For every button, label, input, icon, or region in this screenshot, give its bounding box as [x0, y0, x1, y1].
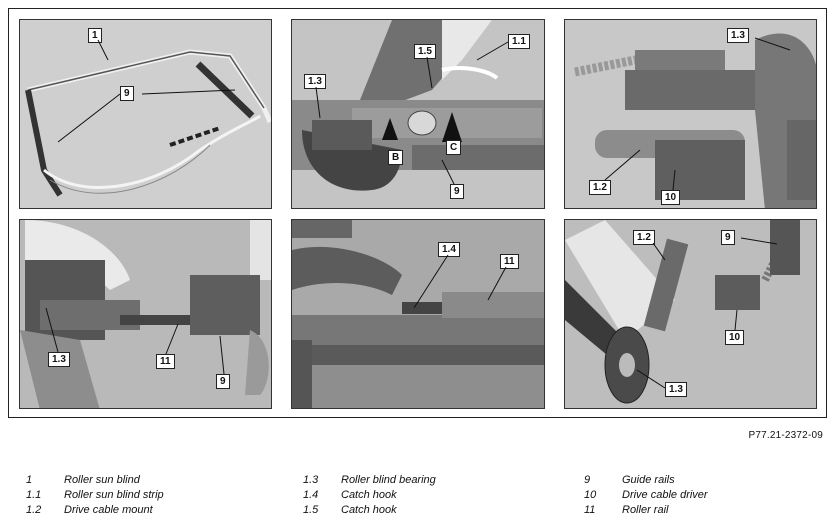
- legend-number: 1: [26, 474, 33, 486]
- legend-number: 9: [584, 474, 591, 486]
- callout-9: 9: [216, 374, 230, 389]
- legend-text: Roller sun blind: [64, 474, 140, 486]
- legend-text: Drive cable driver: [622, 489, 708, 501]
- legend-text: Catch hook: [341, 489, 397, 501]
- photo-panel-1: 1 9: [19, 19, 272, 209]
- legend-text: Roller blind bearing: [341, 474, 436, 486]
- drive-cable-mount-illustration: [565, 20, 816, 208]
- callout-10: 10: [725, 330, 745, 345]
- legend-number: 1.2: [26, 504, 42, 516]
- callout-11: 11: [500, 254, 519, 269]
- photo-panel-4: 1.3 11 9: [19, 219, 272, 409]
- legend: 1 Roller sun blind 1.1 Roller sun blind st…: [0, 474, 837, 525]
- callout-9: 9: [721, 230, 735, 245]
- roller-assembly-illustration: [565, 220, 816, 408]
- callout-1-1: 1.1: [508, 34, 530, 49]
- removal-step-illustration: [20, 220, 271, 408]
- figure-reference: P77.21-2372-09: [748, 430, 823, 441]
- legend-number: 1.4: [303, 489, 319, 501]
- legend-text: Roller sun blind strip: [64, 489, 164, 501]
- photo-panel-5: 1.4 11: [291, 219, 545, 409]
- callout-9: 9: [120, 86, 134, 101]
- callout-1: 1: [88, 28, 102, 43]
- callout-1-5: 1.5: [414, 44, 436, 59]
- photo-panel-3: 1.3 1.2 10: [564, 19, 817, 209]
- callout-1-2: 1.2: [589, 180, 611, 195]
- legend-text: Catch hook: [341, 504, 397, 516]
- callout-9: 9: [450, 184, 464, 199]
- legend-text: Drive cable mount: [64, 504, 153, 516]
- callout-1-3: 1.3: [727, 28, 749, 43]
- callout-b: B: [388, 150, 404, 165]
- callout-1-3: 1.3: [304, 74, 326, 89]
- callout-10: 10: [661, 190, 681, 205]
- callout-1-2: 1.2: [633, 230, 655, 245]
- callout-1-4: 1.4: [438, 242, 460, 257]
- legend-number: 1.1: [26, 489, 42, 501]
- photo-panel-2: 1.1 1.5 1.3 B C 9: [291, 19, 545, 209]
- legend-text: Guide rails: [622, 474, 675, 486]
- legend-text: Roller rail: [622, 504, 669, 516]
- sun-blind-frame-illustration: [20, 20, 271, 208]
- callout-c: C: [446, 140, 462, 155]
- legend-number: 10: [584, 489, 597, 501]
- legend-number: 1.5: [303, 504, 319, 516]
- legend-number: 1.3: [303, 474, 319, 486]
- callout-1-3: 1.3: [665, 382, 687, 397]
- legend-number: 11: [584, 504, 596, 516]
- photo-panel-6: 1.2 9 10 1.3: [564, 219, 817, 409]
- callout-11: 11: [156, 354, 175, 369]
- callout-1-3: 1.3: [48, 352, 70, 367]
- catch-hook-detail-illustration: [292, 220, 544, 408]
